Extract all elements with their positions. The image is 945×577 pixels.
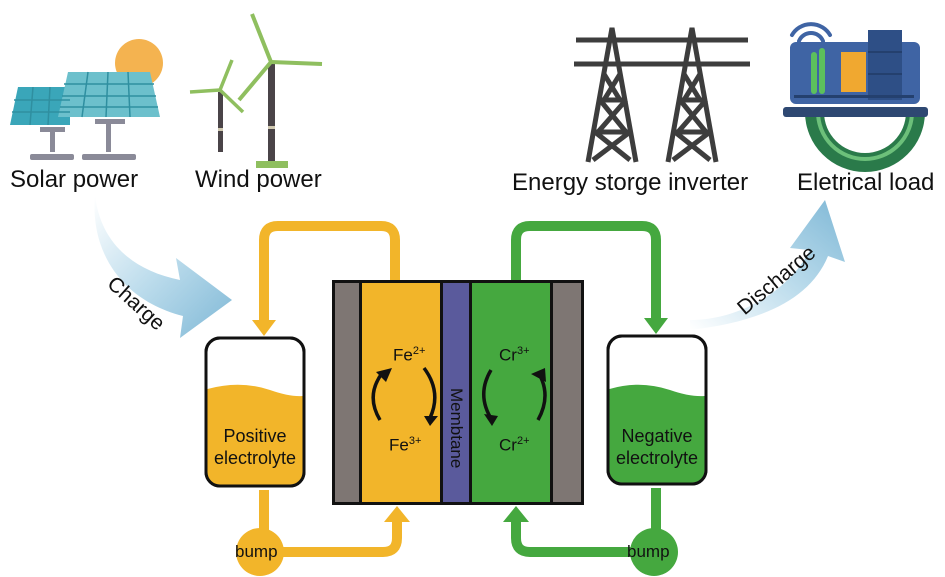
negative-tank: [606, 334, 708, 486]
negative-pump: [630, 528, 678, 576]
membrane-label: Membtane: [447, 388, 466, 469]
membrane: [443, 283, 469, 502]
electrical-load-label: Eletrical load: [797, 169, 935, 196]
solar-power-label: Solar power: [10, 166, 139, 193]
ion-cr3: Cr3+: [499, 345, 530, 366]
label-line: electrolyte: [615, 448, 699, 468]
left-pump-label: bump: [235, 542, 278, 561]
solar-panel-icon: [10, 71, 160, 160]
inverter-label: Energy storge inverter: [512, 169, 749, 196]
wind-turbine-icon: [189, 13, 323, 168]
positive-pump: [236, 528, 284, 576]
ion-fe2: Fe2+: [393, 345, 425, 366]
wifi-icon: [790, 22, 832, 43]
label-line: electrolyte: [213, 448, 297, 468]
ion-charge: 2+: [412, 345, 426, 357]
negative-return-arrowhead: [503, 506, 529, 522]
charge-arrow: [94, 195, 232, 338]
redox-arrowheads: [376, 368, 546, 426]
label-line: Positive: [223, 426, 287, 446]
negative-electrode: [553, 283, 581, 502]
positive-electrode: [335, 283, 359, 502]
ion-cr2: Cr2+: [499, 435, 530, 456]
positive-electrolyte-label: Positive electrolyte: [206, 425, 304, 469]
right-pump-label: bump: [627, 542, 670, 561]
positive-inflow-arrowhead: [252, 320, 276, 336]
ion-base: Cr: [499, 435, 517, 455]
positive-tank: [204, 336, 306, 488]
ion-fe3: Fe3+: [389, 435, 421, 456]
ion-base: Fe: [389, 435, 409, 455]
negative-inflow-arrowhead: [644, 318, 668, 334]
ion-base: Fe: [393, 345, 413, 365]
wind-power-label: Wind power: [195, 166, 322, 193]
ion-charge: 3+: [516, 345, 530, 357]
electrical-load-icon: [783, 30, 928, 172]
transmission-tower-icon: [574, 27, 750, 163]
ion-charge: 3+: [408, 435, 422, 447]
ion-charge: 2+: [516, 435, 530, 447]
ion-base: Cr: [499, 345, 517, 365]
label-line: Negative: [621, 426, 693, 446]
negative-electrolyte-label: Negative electrolyte: [608, 425, 706, 469]
discharge-arrow: [690, 200, 845, 330]
positive-return-arrowhead: [384, 506, 410, 522]
